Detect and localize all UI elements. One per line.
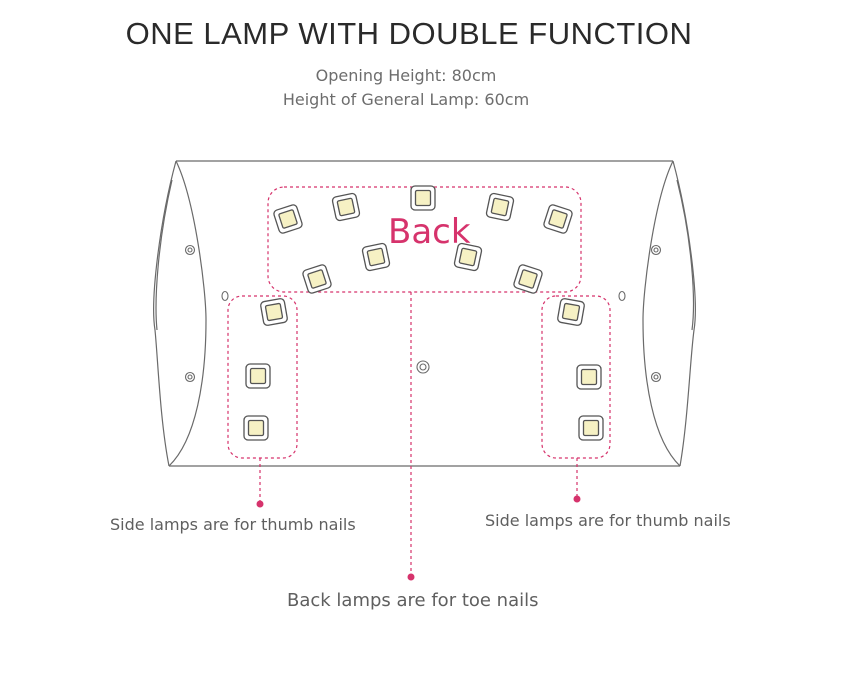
general-lamp-height-text: Height of General Lamp: 60cm bbox=[282, 90, 530, 109]
slot-right bbox=[618, 290, 626, 302]
center-screw bbox=[416, 360, 430, 374]
screw-left-bottom bbox=[184, 371, 196, 383]
screw-right-top bbox=[650, 244, 662, 256]
led-back-6 bbox=[302, 264, 332, 294]
page-title: ONE LAMP WITH DOUBLE FUNCTION bbox=[125, 16, 693, 51]
led-back-9 bbox=[513, 264, 543, 294]
led-back-8 bbox=[453, 242, 483, 272]
left-side-zone-outline bbox=[227, 295, 298, 459]
led-right-2 bbox=[576, 364, 602, 390]
right-side-lamps-callout: Side lamps are for thumb nails bbox=[485, 511, 731, 530]
led-back-1 bbox=[273, 204, 303, 234]
back-lamps-callout: Back lamps are for toe nails bbox=[287, 590, 539, 611]
lamp-body bbox=[153, 160, 696, 467]
led-left-2 bbox=[245, 363, 271, 389]
slot-left bbox=[221, 290, 229, 302]
leader-lines bbox=[259, 292, 578, 576]
led-back-7 bbox=[361, 242, 391, 272]
screw-holes bbox=[184, 244, 662, 383]
led-lamps bbox=[243, 185, 604, 441]
back-zone-label: Back bbox=[388, 212, 471, 252]
led-right-3 bbox=[578, 415, 604, 441]
led-back-2 bbox=[331, 192, 361, 222]
left-side-lamps-callout: Side lamps are for thumb nails bbox=[110, 515, 356, 534]
opening-height-text: Opening Height: 80cm bbox=[315, 66, 497, 85]
led-right-1 bbox=[557, 298, 585, 326]
right-side-zone-outline bbox=[541, 295, 611, 459]
led-back-5 bbox=[543, 204, 573, 234]
led-left-1 bbox=[260, 298, 288, 326]
led-left-3 bbox=[243, 415, 269, 441]
led-back-4 bbox=[485, 192, 515, 222]
led-back-3 bbox=[410, 185, 436, 211]
screw-right-bottom bbox=[650, 371, 662, 383]
leader-dots bbox=[256, 495, 581, 581]
screw-left-top bbox=[184, 244, 196, 256]
